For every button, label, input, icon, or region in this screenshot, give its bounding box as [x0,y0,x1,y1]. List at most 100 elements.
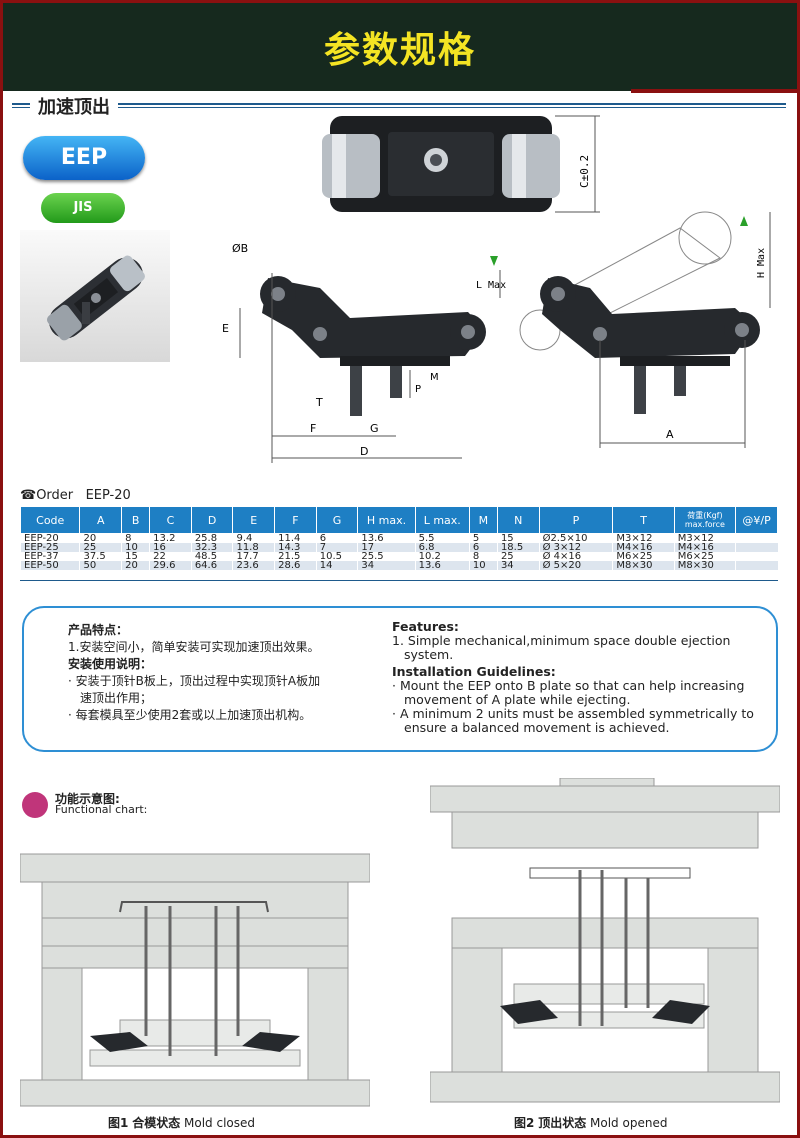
table-cell: 25 [79,543,122,553]
table-cell: 6 [315,533,358,543]
table-cell: EEP-25 [19,543,80,553]
table-cell: M8×30 [612,561,675,571]
table-cell: 15 [496,533,540,543]
dim-f-label: F [310,422,316,435]
dim-c-label: C±0.2 [578,155,591,188]
page-title: 参数规格 [323,30,476,71]
caption-1-num: 图1 [108,1116,129,1130]
dim-lmax-label: L Max [476,280,506,291]
table-cell: 10.5 [315,552,358,562]
table-cell: 50 [79,561,122,571]
col-p: P [538,506,614,534]
en-guide-2a: · A minimum 2 units must be assembled sy… [392,706,754,721]
table-cell: 5.5 [414,533,470,543]
price-cell [735,561,778,570]
table-cell: 34 [357,561,416,571]
en-guide-2b: ensure a balanced movement is achieved. [404,720,670,735]
table-cell: 18.5 [496,543,540,553]
caption-2-zh: 顶出状态 [538,1116,587,1130]
table-cell: Ø2.5×10 [538,533,613,543]
dim-t-label: T [315,396,323,409]
table-cell: 23.6 [232,561,275,571]
col-m: M [468,506,498,534]
technical-drawing: C±0.2 ØB E T F G D P M [222,115,771,463]
en-features-title: Features: [392,619,459,634]
table-cell: M4×16 [612,543,675,553]
table-cell: 28.6 [274,561,317,571]
table-cell: M8×30 [673,561,736,571]
zh-guide-2: · 每套模具至少使用2套或以上加速顶出机构。 [68,708,312,722]
functional-chart-icon [22,792,48,818]
caption-mold-closed: 图1 合模状态 Mold closed [108,1114,255,1131]
table-cell: EEP-37 [19,552,80,562]
table-cell: M3×12 [673,533,736,543]
table-bottom-line [20,580,778,581]
col-t: T [612,506,675,534]
order-value: EEP-20 [85,488,131,503]
table-cell: 6 [468,543,498,553]
spec-table: Code A B C D E F G H max. L max. M N P T… [19,506,778,571]
table-cell: 10.2 [414,552,470,562]
table-cell: 13.2 [149,533,192,543]
col-n: N [496,506,540,534]
en-feature-1b: system. [404,647,454,662]
table-cell: 15 [121,552,150,562]
table-cell: 17.7 [232,552,275,562]
zh-guide-1a: · 安装于顶针B板上，顶出过程中实现顶针A板加 [68,674,321,688]
table-cell: 22 [149,552,192,562]
col-d: D [190,506,234,534]
table-cell: 20 [121,561,150,571]
dim-a-label: A [666,428,674,441]
mold-opened-figure [430,778,780,1103]
table-cell: 14 [315,561,358,571]
col-g: G [315,506,359,534]
dim-g-label: G [370,422,379,435]
table-cell: EEP-50 [19,561,80,571]
dim-m-label: M [430,372,439,383]
table-cell: 11.4 [274,533,317,543]
functional-title-zh: 功能示意图: [55,792,120,806]
notes-box [22,606,778,752]
table-cell: 16 [149,543,192,553]
col-b: B [121,506,151,534]
left-side-view [239,273,486,463]
table-cell: Ø 3×12 [538,543,613,553]
table-cell: 10 [468,561,498,571]
col-force: 荷重(Kgf)max.force [673,506,737,534]
zh-guide-title: 安装使用说明： [68,657,153,671]
header-accent-line [631,89,797,93]
model-badge: EEP [23,136,145,180]
col-price: @¥/P [735,506,778,534]
caption-2-en: Mold opened [590,1116,668,1130]
table-cell: M6×25 [612,552,675,562]
table-cell: 13.6 [414,561,470,571]
table-cell: 25.5 [357,552,416,562]
section-divider [12,103,786,105]
table-cell: 48.5 [190,552,233,562]
functional-title-en: Functional chart: [55,803,148,816]
phone-icon: ☎ [20,488,37,503]
table-cell: 17 [357,543,416,553]
zh-guide-1b: 速顶出作用； [80,691,153,705]
col-f: F [274,506,317,534]
zh-feature-1: 1.安装空间小，简单安装可实现加速顶出效果。 [68,640,320,654]
table-cell: 5 [468,533,498,543]
dim-e-label: E [222,322,229,335]
order-label: Order [36,488,74,503]
en-guide-1a: · Mount the EEP onto B plate so that can… [392,678,745,693]
table-cell: 13.6 [357,533,416,543]
notes-zh: 产品特点： 1.安装空间小，简单安装可实现加速顶出效果。 安装使用说明： · 安… [68,622,380,724]
notes-en: Features: 1. Simple mechanical,minimum s… [392,620,768,735]
table-cell: EEP-20 [19,533,80,543]
top-view [322,115,600,213]
table-cell: Ø 5×20 [538,561,613,571]
dim-b-label: ØB [232,242,248,255]
table-cell: 25.8 [190,533,233,543]
col-hmax: H max. [357,506,416,534]
section-title: 加速顶出 [30,93,118,119]
table-cell: 9.4 [232,533,275,543]
section-divider-thin [12,107,786,108]
table-cell: 64.6 [190,561,233,571]
